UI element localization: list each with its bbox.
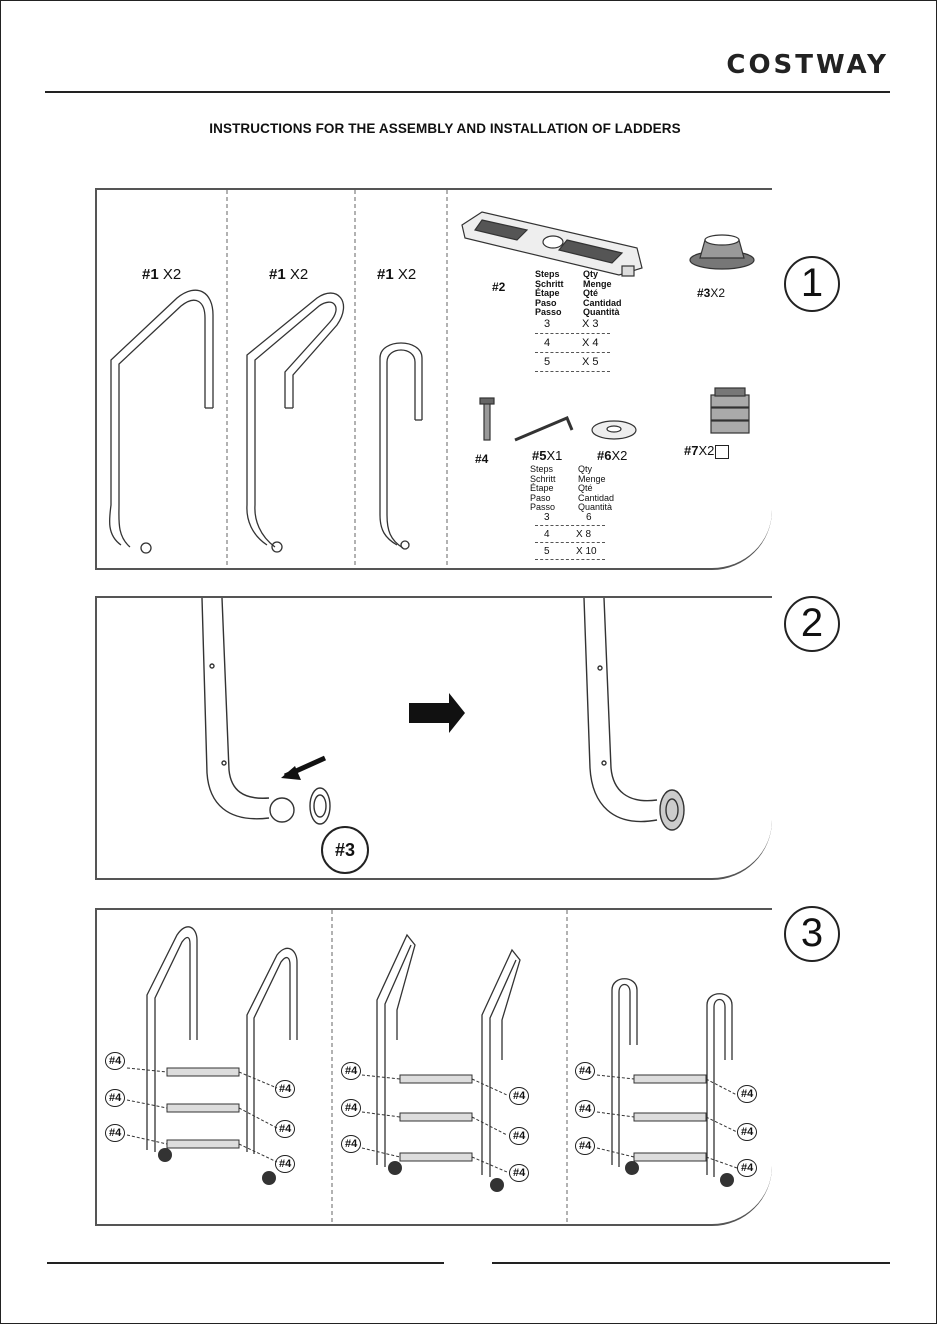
bolt-tag-b2: #4	[341, 1099, 362, 1117]
footer-rule-right	[492, 1262, 890, 1264]
part1-label-b: #1 X2	[269, 266, 309, 283]
bolt-tag-a6: #4	[275, 1155, 296, 1173]
part5-label: #5X1	[532, 448, 563, 463]
step3-illustration	[126, 910, 738, 1224]
part4-label: #4	[475, 452, 489, 466]
bolt-tag-b5: #4	[509, 1127, 530, 1145]
part3-label: #3X2	[697, 286, 726, 300]
bolt-tag-a4: #4	[275, 1080, 296, 1098]
bolt-tag-a1: #4	[105, 1052, 126, 1070]
bolt-tag-c5: #4	[737, 1123, 758, 1141]
step3-number: 3	[784, 906, 840, 962]
bolt-tag-a2: #4	[105, 1089, 126, 1107]
bolt-tag-b1: #4	[341, 1062, 362, 1080]
part1-label-a: #1 X2	[142, 266, 182, 283]
step1-number: 1	[784, 256, 840, 312]
part1-label-c: #1 X2	[377, 266, 417, 283]
bolt-tag-a3: #4	[105, 1124, 126, 1142]
part3-callout: #3	[321, 826, 369, 874]
step2-illustration	[201, 597, 685, 831]
header-rule	[45, 91, 890, 93]
bolt-tag-a5: #4	[275, 1120, 296, 1138]
bolt-tag-c2: #4	[575, 1100, 596, 1118]
bolt-tag-b6: #4	[509, 1164, 530, 1182]
bolt-tag-c6: #4	[737, 1159, 758, 1177]
bolt-tag-b4: #4	[509, 1087, 530, 1105]
bolt-tag-c4: #4	[737, 1085, 758, 1103]
footer-rule-left	[47, 1262, 444, 1264]
step1-illustration	[108, 190, 755, 568]
step3-panel: #4 #4 #4 #4 #4 #4 #4 #4 #4 #4 #4 #4 #4 #…	[95, 908, 772, 1226]
step2-panel: #3	[95, 596, 772, 880]
part6-label: #6X2	[597, 448, 628, 463]
bolt-tag-b3: #4	[341, 1135, 362, 1153]
part7-label: #7X2	[684, 443, 730, 459]
brand-logo: COSTWAY	[726, 50, 889, 80]
step2-number: 2	[784, 596, 840, 652]
part2-label: #2	[492, 280, 506, 294]
bolt-tag-c1: #4	[575, 1062, 596, 1080]
bolt-tag-c3: #4	[575, 1137, 596, 1155]
page-title: INSTRUCTIONS FOR THE ASSEMBLY AND INSTAL…	[209, 121, 681, 136]
